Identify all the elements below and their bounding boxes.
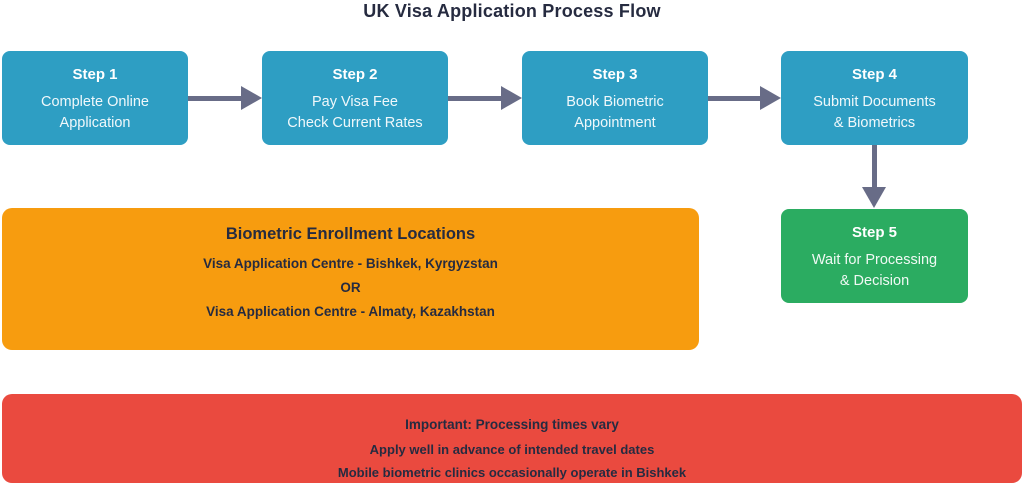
arrow-down-icon (862, 187, 886, 208)
step-1-title: Step 1 (72, 66, 118, 83)
step-4-box: Step 4 Submit Documents & Biometrics (781, 51, 968, 145)
flow-arrow-step2-to-step3 (448, 86, 522, 110)
flow-arrow-step1-to-step2 (188, 86, 262, 110)
notice-line-advance-apply: Apply well in advance of intended travel… (369, 442, 655, 457)
step-1-line-2: Application (59, 115, 131, 131)
step-5-line-2: & Decision (839, 273, 910, 289)
important-notice-panel: Important: Processing times vary Apply w… (2, 394, 1022, 483)
page-title: UK Visa Application Process Flow (363, 1, 661, 21)
arrow-right-icon (241, 86, 262, 110)
step-3-box: Step 3 Book Biometric Appointment (522, 51, 708, 145)
step-1-box: Step 1 Complete Online Application (2, 51, 188, 145)
biometric-locations-panel: Biometric Enrollment Locations Visa Appl… (2, 208, 699, 350)
arrow-stem (708, 95, 760, 101)
arrow-right-icon (760, 86, 781, 110)
arrow-stem (188, 95, 241, 101)
step-2-box: Step 2 Pay Visa Fee Check Current Rates (262, 51, 448, 145)
locations-option-bishkek: Visa Application Centre - Bishkek, Kyrgy… (203, 256, 498, 271)
flow-arrow-step3-to-step4 (708, 86, 781, 110)
step-3-line-1: Book Biometric (566, 94, 664, 110)
flow-arrow-step4-to-step5 (862, 145, 886, 208)
step-2-title: Step 2 (332, 66, 378, 83)
step-3-title: Step 3 (592, 66, 638, 83)
step-3-line-2: Appointment (574, 115, 656, 131)
step-4-line-2: & Biometrics (833, 115, 916, 131)
step-4-title: Step 4 (851, 66, 897, 83)
arrow-stem (448, 95, 501, 101)
locations-panel-title: Biometric Enrollment Locations (225, 225, 476, 243)
arrow-stem (871, 145, 877, 187)
step-2-line-1: Pay Visa Fee (312, 94, 398, 110)
notice-line-mobile-clinics: Mobile biometric clinics occasionally op… (337, 465, 687, 480)
notice-panel-title: Important: Processing times vary (405, 417, 619, 432)
step-5-line-1: Wait for Processing (811, 252, 938, 268)
locations-or-separator: OR (340, 280, 361, 295)
step-5-title: Step 5 (851, 224, 897, 241)
step-4-line-1: Submit Documents (813, 94, 936, 110)
step-1-line-1: Complete Online (41, 94, 149, 110)
step-5-box: Step 5 Wait for Processing & Decision (781, 209, 968, 303)
arrow-right-icon (501, 86, 522, 110)
step-2-line-2: Check Current Rates (287, 115, 423, 131)
locations-option-almaty: Visa Application Centre - Almaty, Kazakh… (206, 304, 495, 319)
